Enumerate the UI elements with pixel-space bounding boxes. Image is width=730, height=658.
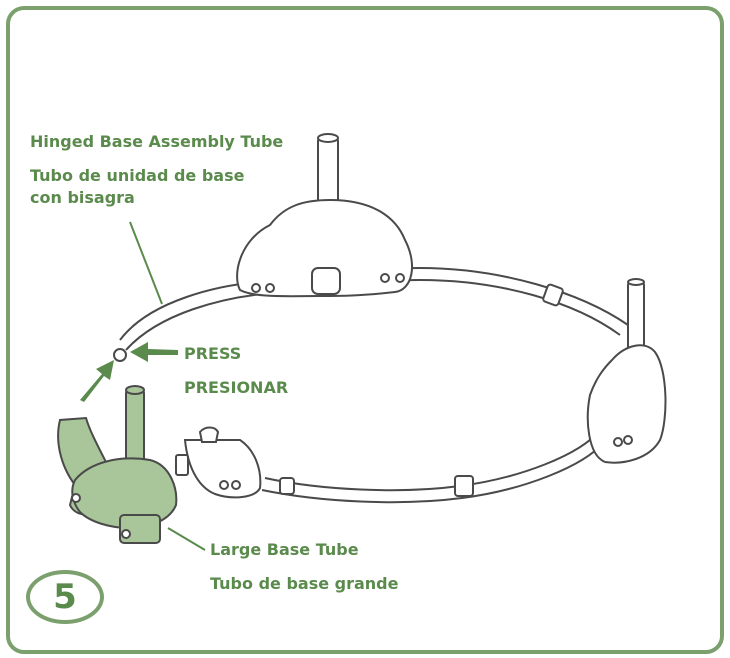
insert-arrow — [80, 360, 114, 402]
label-large-tube-es: Tubo de base grande — [210, 574, 399, 593]
press-button-icon — [113, 348, 127, 362]
label-hinged-tube-en: Hinged Base Assembly Tube — [30, 132, 284, 151]
label-large-tube-en: Large Base Tube — [210, 540, 359, 559]
large-base-tube — [57, 385, 178, 544]
step-number-badge: 5 — [26, 570, 104, 624]
back-hub — [236, 133, 413, 298]
instruction-panel — [6, 6, 724, 654]
ring-joints — [279, 283, 564, 497]
right-hub — [586, 278, 667, 464]
label-hinged-tube-es-1: Tubo de unidad de base — [30, 166, 245, 185]
label-press-en: PRESS — [184, 344, 242, 363]
label-press-es: PRESIONAR — [184, 378, 289, 397]
front-hub — [175, 426, 262, 499]
leader-lines — [129, 221, 206, 551]
press-arrow — [130, 342, 178, 362]
label-hinged-tube-es-2: con bisagra — [30, 188, 135, 207]
